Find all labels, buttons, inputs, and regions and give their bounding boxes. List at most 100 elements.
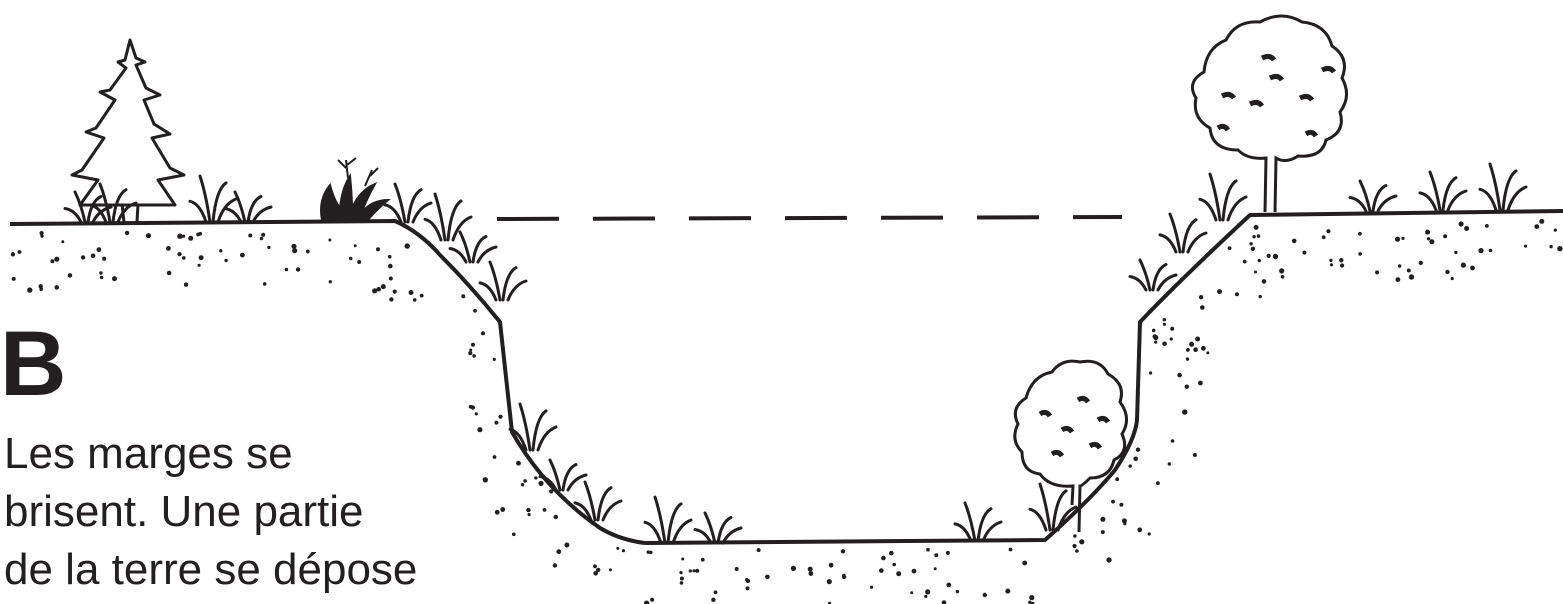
soil-dot (879, 568, 884, 573)
soil-dot (1302, 250, 1307, 255)
soil-dot (896, 571, 902, 577)
soil-dot (1464, 226, 1470, 231)
soil-dot (196, 232, 201, 237)
soil-dot (616, 546, 620, 550)
soil-dot (90, 253, 96, 259)
soil-dot (1227, 246, 1232, 251)
soil-dot (1186, 348, 1190, 352)
water-level-dashed-line (496, 215, 1123, 221)
soil-dot (1326, 229, 1331, 234)
soil-dot (1358, 231, 1362, 236)
soil-dot (1375, 270, 1380, 275)
soil-dot (39, 287, 43, 292)
grass-tuft-icon (573, 480, 623, 522)
soil-dot (388, 276, 393, 281)
soil-dot (295, 267, 301, 272)
grass-tuft-icon (1128, 258, 1178, 292)
soil-dot (17, 250, 22, 254)
soil-dot (1249, 242, 1253, 246)
grass-tuft-icon (1418, 170, 1468, 212)
soil-dot (145, 233, 152, 239)
soil-dot (1217, 289, 1222, 295)
soil-dot (224, 258, 228, 263)
soil-dot (1406, 268, 1411, 273)
soil-dot (1128, 464, 1132, 468)
grass-tuft-icon (88, 182, 138, 224)
soil-dot (372, 288, 378, 294)
soil-dot (1534, 224, 1540, 230)
soil-dot (1488, 248, 1493, 253)
soil-dot (102, 256, 107, 261)
soil-dot (40, 234, 44, 238)
soil-dot (305, 249, 310, 254)
soil-dot (512, 532, 516, 537)
soil-dot (473, 308, 477, 313)
soil-dot (124, 230, 130, 236)
grass-tuft-icon (1348, 179, 1398, 213)
grass-tuft-icon (383, 182, 433, 224)
soil-dot (1162, 322, 1166, 326)
soil-dot (166, 246, 171, 251)
soil-dot (474, 412, 478, 416)
soil-dot (1198, 295, 1204, 300)
soil-dot (534, 476, 538, 480)
soil-dot (419, 293, 424, 298)
soil-dot (1258, 294, 1262, 299)
soil-dot (1395, 277, 1401, 282)
grass-tuft-icon (423, 192, 473, 242)
soil-dot (1167, 462, 1172, 466)
soil-dot (523, 479, 527, 483)
soil-dot (1137, 527, 1143, 533)
soil-dot (389, 297, 394, 302)
soil-dot (219, 249, 223, 253)
soil-dot (1123, 522, 1127, 526)
soil-dot (1549, 244, 1553, 249)
soil-dot (1557, 246, 1563, 252)
soil-dot (945, 550, 950, 555)
soil-dot (826, 579, 832, 585)
soil-dot (1235, 292, 1239, 297)
soil-dot (941, 600, 947, 604)
soil-dot (1100, 516, 1106, 522)
soil-dot (10, 252, 16, 257)
soil-dot (713, 590, 718, 595)
soil-dot (621, 549, 626, 553)
soil-dot (1242, 259, 1247, 264)
soil-dot (1029, 595, 1035, 601)
soil-dot (1458, 221, 1464, 227)
soil-dot (1192, 453, 1197, 457)
soil-dot (471, 342, 475, 347)
grass-tuft-icon (1028, 482, 1078, 532)
soil-dot (1321, 235, 1326, 240)
conifer-tree-icon (70, 38, 186, 223)
grass-tuft-icon (223, 190, 273, 224)
soil-dot (1170, 326, 1175, 331)
leafy-tree-icon (1190, 14, 1348, 213)
soil-dot (1279, 268, 1285, 274)
soil-dot (538, 480, 544, 486)
soil-dot (982, 592, 987, 598)
soil-dot (1149, 371, 1153, 375)
soil-dot (1358, 252, 1362, 256)
soil-dot (556, 549, 562, 555)
soil-dot (1177, 372, 1182, 378)
caption-line: de la terre se dépose (4, 545, 418, 594)
grass-tuft-icon (538, 458, 588, 492)
soil-dot (1254, 270, 1257, 274)
soil-dot (711, 597, 716, 602)
soil-dot (608, 568, 612, 572)
soil-dot (643, 600, 650, 604)
soil-dots (10, 218, 1563, 604)
caption-line: brisent. Une partie (4, 487, 364, 536)
grass-tuft-icon (188, 174, 238, 224)
soil-dot (692, 569, 696, 573)
soil-dot (790, 565, 797, 572)
soil-dot (1030, 601, 1035, 604)
soil-dot (1193, 347, 1198, 353)
soil-dot (1266, 253, 1271, 258)
soil-dot (183, 282, 189, 287)
soil-dot (1100, 530, 1105, 535)
agave-plant-icon (320, 157, 391, 224)
soil-dot (182, 256, 186, 260)
soil-dot (946, 582, 952, 588)
